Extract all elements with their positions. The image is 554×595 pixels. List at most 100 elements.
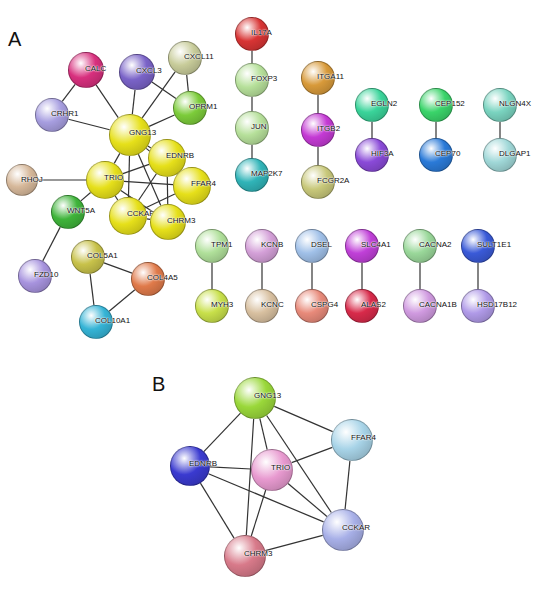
node-label: RHOJ bbox=[21, 175, 43, 184]
node-label: CACNA1B bbox=[419, 300, 457, 309]
panel-letter: B bbox=[152, 373, 165, 396]
interaction-line bbox=[200, 483, 234, 538]
interaction-line bbox=[132, 90, 135, 114]
protein-node: MYH3 bbox=[195, 289, 229, 323]
interaction-line bbox=[152, 82, 176, 98]
node-label: HIF3A bbox=[371, 149, 394, 158]
interaction-line bbox=[311, 263, 312, 289]
interaction-line bbox=[139, 174, 157, 200]
protein-node: TPM1 bbox=[195, 229, 229, 263]
protein-node: EGLN2 bbox=[355, 88, 389, 122]
node-label: DSEL bbox=[311, 240, 332, 249]
interaction-line bbox=[38, 179, 86, 180]
protein-node: FFAR4 bbox=[331, 419, 373, 461]
protein-node: WNT5A bbox=[51, 195, 85, 229]
interaction-line bbox=[251, 490, 265, 536]
interaction-line bbox=[371, 122, 372, 138]
node-label: FFAR4 bbox=[351, 433, 376, 442]
interaction-line bbox=[499, 122, 500, 138]
protein-node: TRIO bbox=[251, 449, 293, 491]
protein-node: COL5A1 bbox=[71, 240, 105, 274]
node-label: CEP70 bbox=[435, 149, 460, 158]
interaction-line bbox=[267, 415, 332, 512]
node-label: JUN bbox=[251, 122, 267, 131]
protein-node: GNG13 bbox=[109, 114, 151, 156]
protein-node: ITGA11 bbox=[301, 61, 335, 95]
protein-node: FOXP3 bbox=[235, 63, 269, 97]
node-label: FOXP3 bbox=[251, 74, 277, 83]
interaction-line bbox=[345, 461, 350, 509]
protein-node: ITGB2 bbox=[301, 113, 335, 147]
interaction-line bbox=[81, 192, 91, 200]
interaction-line bbox=[149, 115, 174, 126]
node-label: KCNB bbox=[261, 240, 283, 249]
interaction-line bbox=[261, 263, 262, 289]
protein-node: FZD10 bbox=[18, 259, 52, 293]
protein-node: CXCL11 bbox=[168, 41, 202, 75]
interaction-line bbox=[109, 290, 135, 311]
protein-node: CACNA1B bbox=[403, 289, 437, 323]
node-label: MYH3 bbox=[211, 300, 233, 309]
panel-letter: A bbox=[8, 28, 21, 51]
protein-node: TRIO bbox=[86, 161, 124, 199]
interaction-line bbox=[62, 84, 75, 101]
interaction-line bbox=[68, 119, 109, 130]
protein-node: COL4A5 bbox=[131, 262, 165, 296]
node-label: CRHR1 bbox=[51, 109, 79, 118]
interaction-line bbox=[251, 97, 252, 111]
protein-node: IL17A bbox=[235, 17, 269, 51]
node-label: IL17A bbox=[251, 28, 272, 37]
node-label: NLGN4X bbox=[499, 99, 531, 108]
interaction-line bbox=[96, 85, 118, 118]
node-label: OPRM1 bbox=[189, 102, 217, 111]
interaction-line bbox=[128, 156, 129, 197]
protein-node: OPRM1 bbox=[173, 91, 207, 125]
protein-node: FCGR2A bbox=[301, 165, 335, 199]
interaction-line bbox=[90, 274, 94, 305]
node-label: ALAS2 bbox=[361, 300, 386, 309]
protein-node: HIF3A bbox=[355, 138, 389, 172]
interaction-line bbox=[124, 181, 173, 184]
protein-node: SULT1E1 bbox=[461, 229, 495, 263]
node-label: CACNA2 bbox=[419, 240, 451, 249]
node-label: TPM1 bbox=[211, 240, 232, 249]
node-label: HSD17B12 bbox=[477, 300, 517, 309]
protein-node: KCNB bbox=[245, 229, 279, 263]
protein-node: EDNRB bbox=[170, 446, 210, 486]
node-label: SLC4A1 bbox=[361, 240, 391, 249]
interaction-line bbox=[419, 263, 420, 289]
interaction-line bbox=[317, 95, 318, 113]
protein-node: CEP70 bbox=[419, 138, 453, 172]
node-label: COL10A1 bbox=[95, 316, 130, 325]
node-label: EGLN2 bbox=[371, 99, 397, 108]
interaction-line bbox=[123, 164, 149, 173]
protein-node: DLGAP1 bbox=[483, 138, 517, 172]
node-label: TRIO bbox=[271, 463, 290, 472]
node-label: GNG13 bbox=[254, 391, 281, 400]
interaction-line bbox=[361, 263, 362, 289]
protein-node: DSEL bbox=[295, 229, 329, 263]
interaction-line bbox=[43, 227, 60, 261]
protein-node: RHOJ bbox=[6, 164, 38, 196]
interaction-line bbox=[317, 147, 318, 165]
protein-node: CEP152 bbox=[419, 88, 453, 122]
interaction-line bbox=[260, 418, 267, 449]
protein-node: FFAR4 bbox=[173, 167, 211, 205]
interaction-line bbox=[204, 413, 241, 451]
interaction-line bbox=[435, 122, 436, 138]
protein-node: HSD17B12 bbox=[461, 289, 495, 323]
protein-node: CCKAR bbox=[109, 197, 147, 235]
node-label: CALC bbox=[85, 64, 106, 73]
protein-node: GNG13 bbox=[234, 377, 276, 419]
node-label: KCNC bbox=[261, 300, 284, 309]
node-label: CCKAR bbox=[342, 523, 370, 532]
node-label: EDNRB bbox=[189, 459, 217, 468]
node-label: DLGAP1 bbox=[499, 149, 531, 158]
node-label: TRIO bbox=[104, 173, 123, 182]
node-label: COL4A5 bbox=[147, 273, 178, 282]
node-label: FZD10 bbox=[34, 270, 58, 279]
protein-node: CCKAR bbox=[322, 509, 364, 551]
interaction-line bbox=[211, 263, 212, 289]
protein-node: CRHR1 bbox=[35, 98, 69, 132]
